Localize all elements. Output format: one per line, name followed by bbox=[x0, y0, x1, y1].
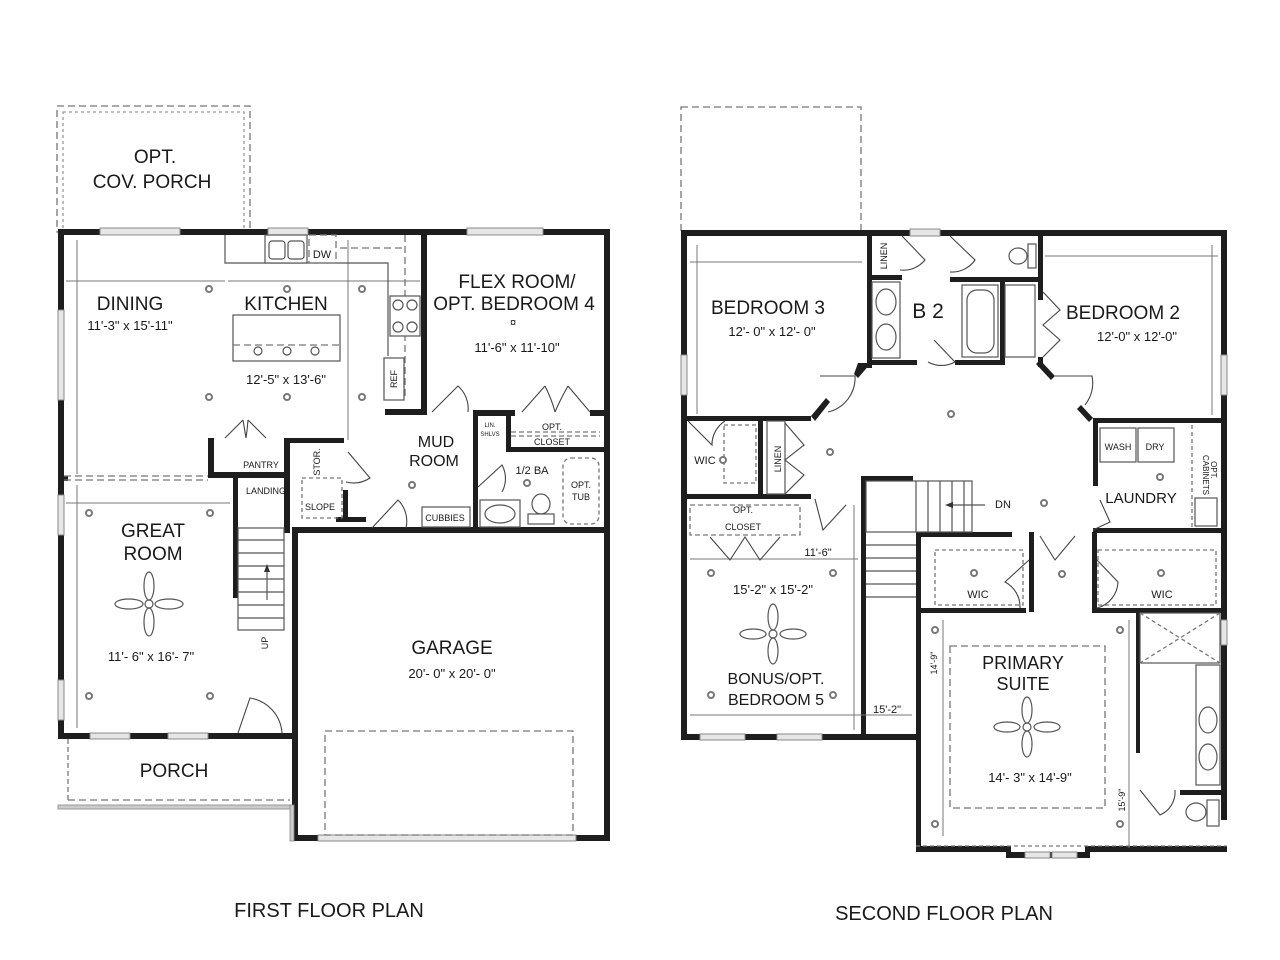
opt-closet-label-2: CLOSET bbox=[725, 522, 762, 532]
garage-door-outline bbox=[324, 730, 574, 836]
second-floor-stairs: DN bbox=[865, 480, 1011, 598]
kitchen-counters: DW REF bbox=[224, 234, 421, 401]
wic-bedroom3-label: WIC bbox=[694, 455, 715, 467]
pantry-label: PANTRY bbox=[243, 460, 279, 470]
opt-closet-label-2: CLOSET bbox=[534, 437, 571, 447]
great-room-label-2: ROOM bbox=[123, 544, 182, 565]
storage-label: STOR. bbox=[312, 448, 322, 475]
dining-label: DINING bbox=[97, 294, 164, 315]
toilet-icon bbox=[1008, 247, 1028, 265]
primary-suite-label-1: PRIMARY bbox=[982, 653, 1064, 673]
dining-dims: 11'-3" x 15'-11" bbox=[87, 318, 173, 333]
first-floor-title: FIRST FLOOR PLAN bbox=[234, 900, 424, 922]
bonus-dim-bottom: 15'-2" bbox=[873, 704, 901, 716]
bonus-dim-top: 11'-6" bbox=[804, 547, 831, 559]
opt-cabinets-label-2: CABINETS bbox=[1201, 455, 1210, 495]
laundry-label: LAUNDRY bbox=[1105, 490, 1176, 507]
second-floor-closets bbox=[689, 420, 1227, 847]
wic-right-label: WIC bbox=[1151, 589, 1172, 601]
primary-dim-right: 15'-9" bbox=[1117, 789, 1127, 812]
first-floor-stairs: UP bbox=[237, 477, 343, 650]
laundry-fixtures bbox=[1099, 425, 1218, 528]
kitchen-dims: 12'-5" x 13'-6" bbox=[246, 372, 326, 387]
opt-cabinets-label-1: OPT. bbox=[1209, 461, 1218, 479]
great-room-label-1: GREAT bbox=[121, 521, 185, 542]
laundry-sink-icon bbox=[1194, 497, 1218, 527]
flex-room-label-2: OPT. BEDROOM 4 bbox=[433, 294, 595, 315]
second-floor-windows bbox=[680, 228, 1228, 859]
bath2-label: B 2 bbox=[912, 300, 944, 323]
washer-icon bbox=[1099, 427, 1137, 463]
mud-room-label-1: MUD bbox=[418, 434, 454, 451]
opt-cov-porch-label-1: OPT. bbox=[134, 147, 176, 168]
bath2-fixtures bbox=[871, 243, 1037, 359]
dryer-icon bbox=[1137, 427, 1175, 463]
flex-room-label-1: FLEX ROOM/ bbox=[458, 272, 576, 293]
half-bath-fixtures bbox=[421, 431, 600, 528]
stairs-up-label: UP bbox=[260, 637, 270, 650]
ceiling-fan-icon bbox=[993, 696, 1061, 758]
opt-closet-label-1: OPT. bbox=[542, 422, 562, 432]
kitchen-island bbox=[232, 314, 341, 362]
mud-room-label-2: ROOM bbox=[409, 453, 459, 470]
refrigerator-label: REF bbox=[389, 369, 399, 388]
linen-mid-label: LINEN bbox=[773, 446, 783, 473]
primary-suite-dims: 14'- 3" x 14'-9" bbox=[988, 770, 1072, 785]
second-floor-walls bbox=[681, 230, 1227, 858]
dishwasher-label: DW bbox=[313, 249, 332, 261]
first-floor-dimension-lines bbox=[66, 240, 420, 728]
primary-dim-left: 14'-9" bbox=[929, 652, 939, 675]
bedroom2-label: BEDROOM 2 bbox=[1066, 303, 1180, 324]
ceiling-fan-icon bbox=[114, 571, 184, 637]
first-floor-ceiling-lights bbox=[85, 285, 531, 700]
second-floor-plan: DN bbox=[680, 106, 1228, 925]
slope-label: SLOPE bbox=[305, 502, 335, 512]
garage-label: GARAGE bbox=[411, 638, 492, 659]
great-room-dims: 11'- 6" x 16'- 7" bbox=[108, 649, 195, 664]
opt-closet-label-1: OPT. bbox=[733, 505, 753, 515]
bedroom3-dims: 12'- 0" x 12'- 0" bbox=[728, 324, 816, 339]
sink-icon bbox=[264, 234, 308, 264]
porch-label: PORCH bbox=[140, 761, 209, 782]
lin-shlvs-label-1: LIN. bbox=[484, 423, 495, 429]
lin-shlvs-label-2: SHLVS bbox=[480, 432, 499, 438]
second-floor-dimension-lines bbox=[690, 245, 1218, 848]
bonus-label-2: BEDROOM 5 bbox=[728, 692, 824, 709]
first-floor-doors bbox=[224, 385, 591, 734]
flex-room-dims: 11'-6" x 11'-10" bbox=[474, 340, 560, 355]
opt-cov-porch-label-2: COV. PORCH bbox=[93, 172, 212, 193]
wic-left-label: WIC bbox=[967, 589, 988, 601]
cubbies-label: CUBBIES bbox=[425, 513, 465, 523]
second-floor-doors bbox=[687, 235, 1176, 816]
second-floor-ceiling-lights bbox=[707, 410, 1165, 828]
cubbies bbox=[421, 506, 471, 528]
kitchen-label: KITCHEN bbox=[244, 294, 327, 315]
bedroom2-dims: 12'-0" x 12'-0" bbox=[1097, 329, 1177, 344]
stairs-down-label: DN bbox=[995, 499, 1011, 511]
opt-covered-porch: OPT. COV. PORCH bbox=[56, 105, 251, 233]
refrigerator-icon bbox=[383, 357, 405, 401]
ceiling-fan-icon bbox=[739, 603, 807, 665]
first-floor-plan: OPT. COV. PORCH bbox=[56, 105, 610, 922]
half-bath-label: 1/2 BA bbox=[515, 465, 549, 477]
washer-label: WASH bbox=[1105, 442, 1132, 452]
bedroom3-label: BEDROOM 3 bbox=[711, 298, 825, 319]
opt-tub-label-1: OPT. bbox=[571, 480, 591, 490]
bonus-label-1: BONUS/OPT. bbox=[728, 671, 825, 688]
opt-tub-label-2: TUB bbox=[572, 492, 590, 502]
dryer-label: DRY bbox=[1146, 442, 1165, 452]
second-floor-title: SECOND FLOOR PLAN bbox=[835, 903, 1053, 925]
light-fixture-icon: ¤ bbox=[510, 317, 516, 329]
tray-ceiling-outline bbox=[949, 645, 1106, 809]
range-icon bbox=[389, 295, 421, 337]
first-floor-windows bbox=[57, 227, 577, 842]
garage-dims: 20'- 0" x 20'- 0" bbox=[408, 666, 496, 681]
primary-suite-label-2: SUITE bbox=[996, 674, 1049, 694]
front-porch bbox=[57, 739, 295, 842]
roof-outline bbox=[680, 106, 862, 232]
landing-label: LANDING bbox=[246, 486, 286, 496]
linen-top-label: LINEN bbox=[879, 243, 889, 270]
bonus-dims: 15'-2" x 15'-2" bbox=[733, 582, 813, 597]
